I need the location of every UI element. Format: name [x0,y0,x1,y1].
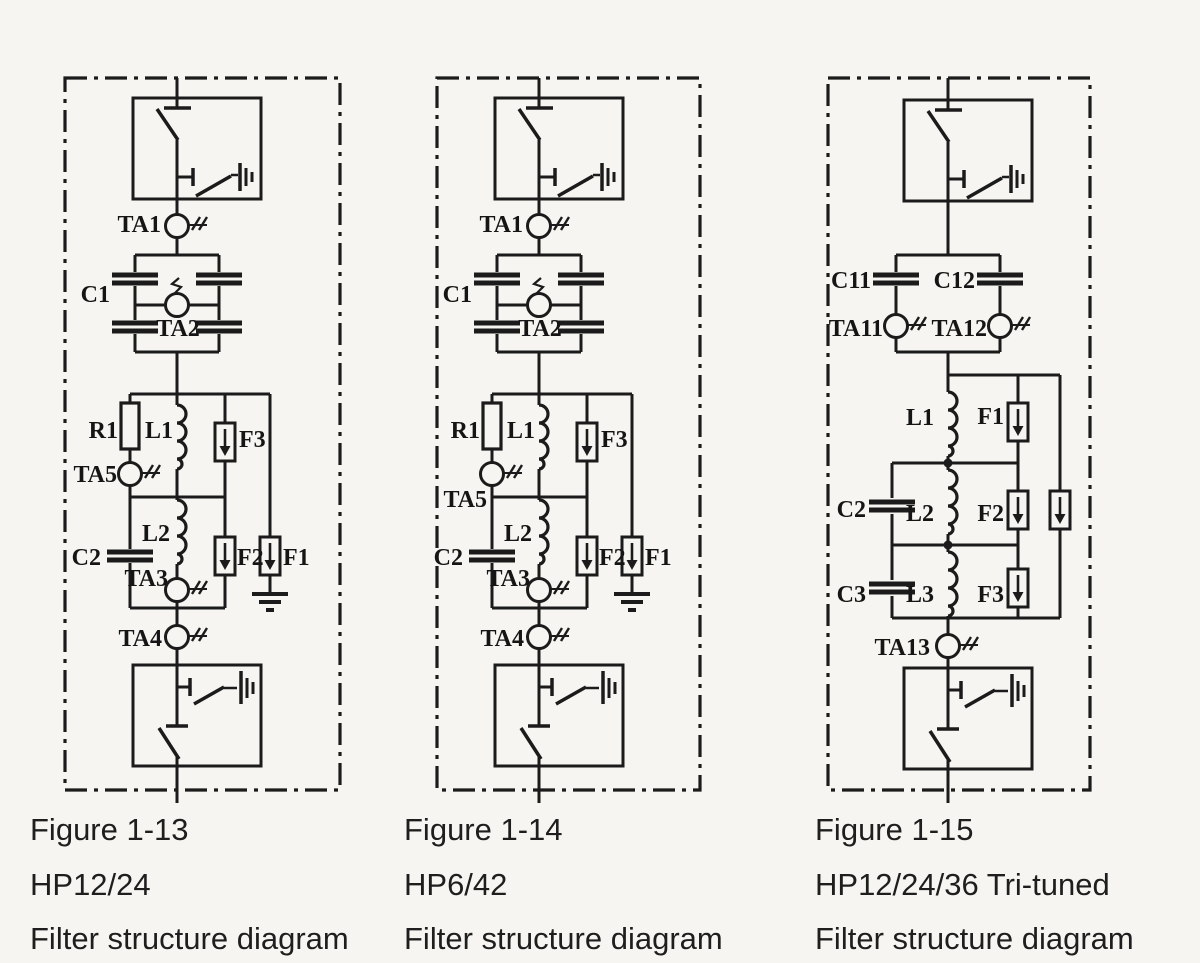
label-r1: R1 [89,418,118,444]
label-f1: F1 [645,545,672,571]
label-f1: F1 [283,545,310,571]
panel3-figure-number: Figure 1-15 [815,812,974,847]
panel2-caption: Filter structure diagram [404,921,723,956]
panel1-labels: TA1 C1 TA2 R1 L1 F3 TA5 L2 C2 TA3 F2 F1 … [72,212,310,652]
label-ta2: TA2 [518,316,562,342]
label-f3: F3 [601,427,628,453]
capacitor-c11 [873,275,919,283]
label-ta11: TA11 [829,316,883,342]
arrester-f3 [1006,567,1030,609]
label-c2: C2 [434,545,463,571]
arrester-f1 [1006,401,1030,443]
panel3-caption: Filter structure diagram [815,921,1134,956]
label-c1: C1 [81,282,110,308]
label-l1: L1 [145,418,173,444]
ct-ta11 [883,313,928,339]
arrester-overall [1048,489,1072,531]
c11-c12-capacitor-branches [873,253,1032,375]
arrester-f2 [1006,489,1030,531]
top-switch-box [902,98,1034,203]
inductor-l1 [946,390,959,458]
label-ta4: TA4 [118,626,162,652]
panel2-figure-number: Figure 1-14 [404,812,563,847]
label-l2: L2 [142,521,170,547]
label-l2: L2 [906,501,934,527]
panel3-labels: C11 C12 TA11 TA12 L1 F1 C2 L2 F2 C3 L3 F… [829,268,1004,661]
bottom-switch-box [902,666,1034,771]
panel2-model: HP6/42 [404,867,507,902]
label-f2: F2 [237,545,264,571]
label-c3: C3 [837,582,866,608]
panel1-dashed-border [63,76,342,792]
panel2-labels: TA1 C1 TA2 R1 L1 F3 TA5 L2 C2 TA3 F2 F1 … [434,212,672,652]
label-c2: C2 [837,497,866,523]
label-ta5: TA5 [443,487,487,513]
label-ta3: TA3 [486,566,530,592]
panel3-circuit [869,78,1072,803]
label-f1: F1 [977,404,1004,430]
label-c11: C11 [831,268,871,294]
label-r1: R1 [451,418,480,444]
label-f3: F3 [239,427,266,453]
label-ta4: TA4 [480,626,524,652]
ct-ta13 [935,633,980,659]
inductor-l3 [946,550,959,618]
label-l1: L1 [906,405,934,431]
panel3-dashed-border [826,76,1092,792]
label-ta3: TA3 [124,566,168,592]
label-l3: L3 [906,582,934,608]
panel3-model: HP12/24/36 Tri-tuned [815,867,1110,902]
label-ta2: TA2 [156,316,200,342]
label-ta5: TA5 [73,462,117,488]
label-ta1: TA1 [479,212,523,238]
panel1-model: HP12/24 [30,867,151,902]
label-c2: C2 [72,545,101,571]
panel1-figure-number: Figure 1-13 [30,812,189,847]
label-ta1: TA1 [117,212,161,238]
label-l1: L1 [507,418,535,444]
panel1-caption: Filter structure diagram [30,921,349,956]
label-ta12: TA12 [931,316,987,342]
label-c1: C1 [443,282,472,308]
captions: Figure 1-13 HP12/24 Filter structure dia… [30,812,1134,956]
panel2-dashed-border [435,76,702,792]
label-c12: C12 [934,268,975,294]
label-l2: L2 [504,521,532,547]
tri-tuned-network [869,373,1072,620]
label-f3: F3 [977,582,1004,608]
label-f2: F2 [977,501,1004,527]
capacitor-c12 [977,275,1023,283]
inductor-l2 [946,468,959,536]
label-f2: F2 [599,545,626,571]
label-ta13: TA13 [874,635,930,661]
ct-ta12 [987,313,1032,339]
